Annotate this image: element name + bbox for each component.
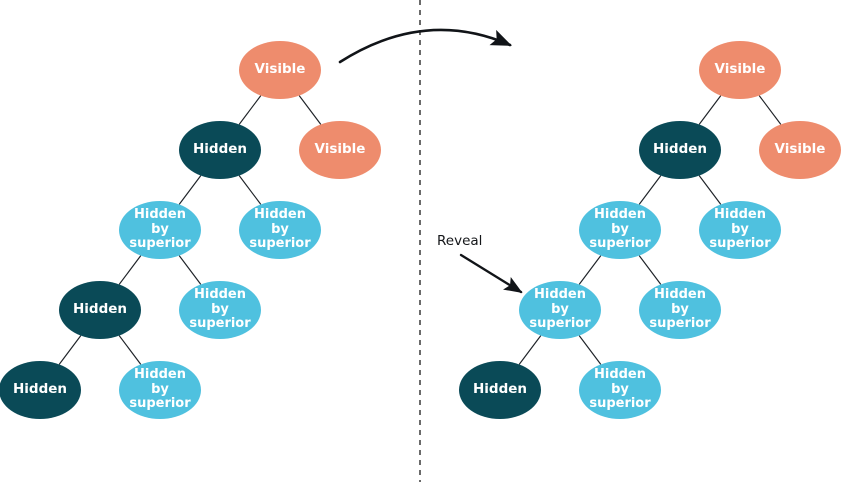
tree-node-visible[interactable]: Visible xyxy=(699,41,781,99)
tree-node-hidden-by-superior[interactable]: Hidden by superior xyxy=(239,201,321,259)
tree-node-hidden-by-superior[interactable]: Hidden by superior xyxy=(179,281,261,339)
tree-node-hidden[interactable]: Hidden xyxy=(459,361,541,419)
tree-node-label: Hidden xyxy=(472,381,528,398)
tree-node-label: Hidden xyxy=(72,301,128,318)
tree-node-label: Hidden by superior xyxy=(709,207,771,252)
tree-node-hidden-by-superior[interactable]: Hidden by superior xyxy=(119,201,201,259)
tree-node-hidden-by-superior[interactable]: Hidden by superior xyxy=(639,281,721,339)
tree-node-visible[interactable]: Visible xyxy=(299,121,381,179)
tree-node-hidden[interactable]: Hidden xyxy=(639,121,721,179)
tree-node-label: Visible xyxy=(314,141,366,158)
tree-node-label: Hidden by superior xyxy=(189,287,251,332)
tree-node-label: Visible xyxy=(714,61,766,78)
tree-node-label: Hidden xyxy=(12,381,68,398)
tree-node-label: Hidden by superior xyxy=(129,207,191,252)
tree-node-hidden-by-superior[interactable]: Hidden by superior xyxy=(119,361,201,419)
tree-node-label: Visible xyxy=(254,61,306,78)
tree-node-hidden-by-superior[interactable]: Hidden by superior xyxy=(579,201,661,259)
tree-node-label: Hidden xyxy=(192,141,248,158)
tree-node-label: Hidden by superior xyxy=(249,207,311,252)
tree-node-hidden[interactable]: Hidden xyxy=(0,361,81,419)
tree-node-label: Hidden by superior xyxy=(529,287,591,332)
tree-node-visible[interactable]: Visible xyxy=(759,121,841,179)
tree-node-hidden[interactable]: Hidden xyxy=(59,281,141,339)
reveal-annotation-label: Reveal xyxy=(437,233,483,249)
tree-node-label: Hidden by superior xyxy=(589,207,651,252)
tree-node-label: Hidden xyxy=(652,141,708,158)
tree-node-label: Hidden by superior xyxy=(129,367,191,412)
tree-node-visible[interactable]: Visible xyxy=(239,41,321,99)
tree-node-hidden-by-superior[interactable]: Hidden by superior xyxy=(699,201,781,259)
tree-node-hidden-by-superior[interactable]: Hidden by superior xyxy=(519,281,601,339)
tree-node-label: Hidden by superior xyxy=(649,287,711,332)
tree-node-hidden[interactable]: Hidden xyxy=(179,121,261,179)
tree-node-label: Visible xyxy=(774,141,826,158)
tree-node-hidden-by-superior[interactable]: Hidden by superior xyxy=(579,361,661,419)
tree-node-label: Hidden by superior xyxy=(589,367,651,412)
